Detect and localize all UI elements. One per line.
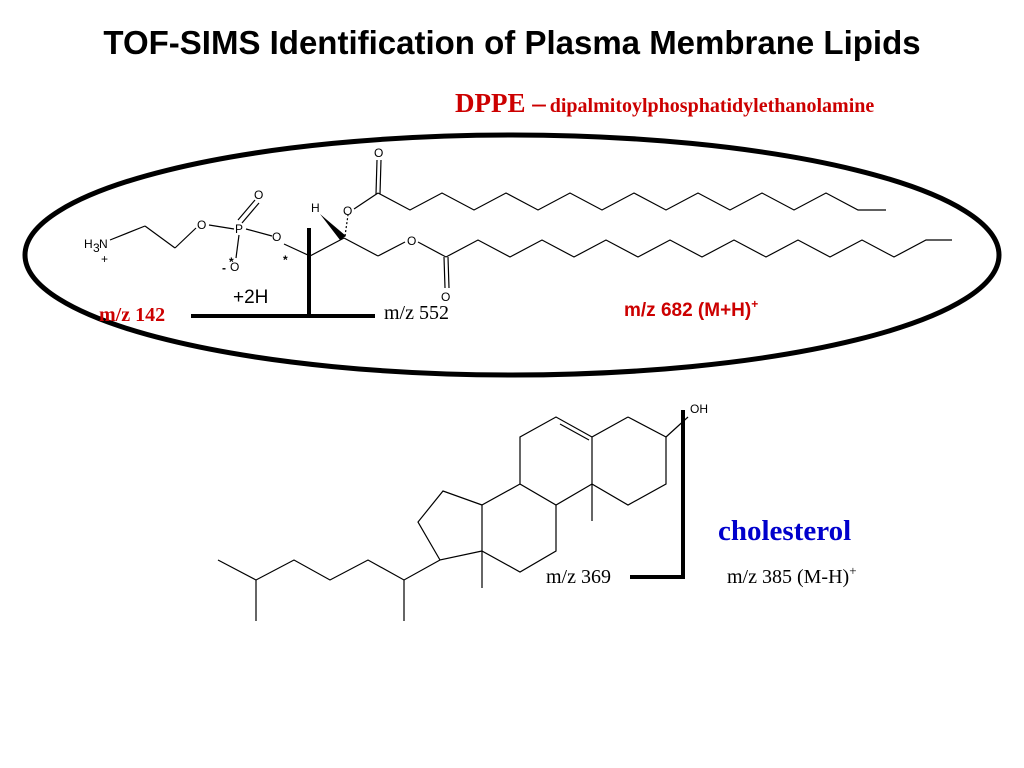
- cholesterol-label: cholesterol: [718, 515, 851, 547]
- atom-sub3: 3: [93, 241, 100, 255]
- atom-o: O: [272, 230, 281, 244]
- dppe-structure: [109, 159, 952, 289]
- atom-o: O: [441, 290, 450, 304]
- atom-p: P: [235, 222, 243, 236]
- atom-o: O: [197, 218, 206, 232]
- dppe-ellipse: [22, 132, 1002, 378]
- atom-plus: +: [101, 252, 108, 266]
- fragment-mz369: m/z 369: [546, 566, 611, 588]
- fragment-mz385-text: m/z 385 (M-H): [727, 566, 849, 588]
- cleavage-star: *: [283, 253, 288, 267]
- cleavage-star: *: [229, 255, 234, 269]
- atom-h: H: [311, 201, 320, 215]
- fragment-mz682-text: m/z 682 (M+H): [624, 300, 751, 321]
- fragment-mz385-sup: +: [849, 563, 856, 578]
- stereo-wedge: [320, 214, 346, 240]
- fragment-mz682: m/z 682 (M+H)+: [624, 297, 758, 321]
- atom-o: O: [254, 188, 263, 202]
- dppe-fragmentation-lines: [191, 228, 375, 318]
- atom-o: O: [374, 146, 383, 160]
- dppe-heading: DPPE – dipalmitoylphosphatidylethanolami…: [455, 88, 874, 119]
- fragment-mz385: m/z 385 (M-H)+: [727, 563, 857, 588]
- cholesterol-fragmentation-lines: [630, 410, 685, 579]
- fragment-mz682-sup: +: [751, 297, 758, 311]
- atom-o: O: [230, 260, 239, 274]
- cholesterol-structure: [217, 416, 689, 621]
- page-title: TOF-SIMS Identification of Plasma Membra…: [103, 24, 921, 61]
- atom-minus: -: [222, 261, 226, 275]
- dppe-full-name: dipalmitoylphosphatidylethanolamine: [549, 95, 875, 117]
- atom-oh: OH: [690, 402, 708, 416]
- atom-n: N: [99, 237, 108, 251]
- atom-h: H: [84, 237, 93, 251]
- fragment-mz142: m/z 142: [99, 304, 165, 326]
- atom-o: O: [407, 234, 416, 248]
- atom-o: O: [343, 204, 352, 218]
- dppe-abbrev: DPPE –: [455, 88, 546, 118]
- fragment-plus2h: +2H: [233, 287, 268, 308]
- fragment-mz552: m/z 552: [384, 302, 449, 324]
